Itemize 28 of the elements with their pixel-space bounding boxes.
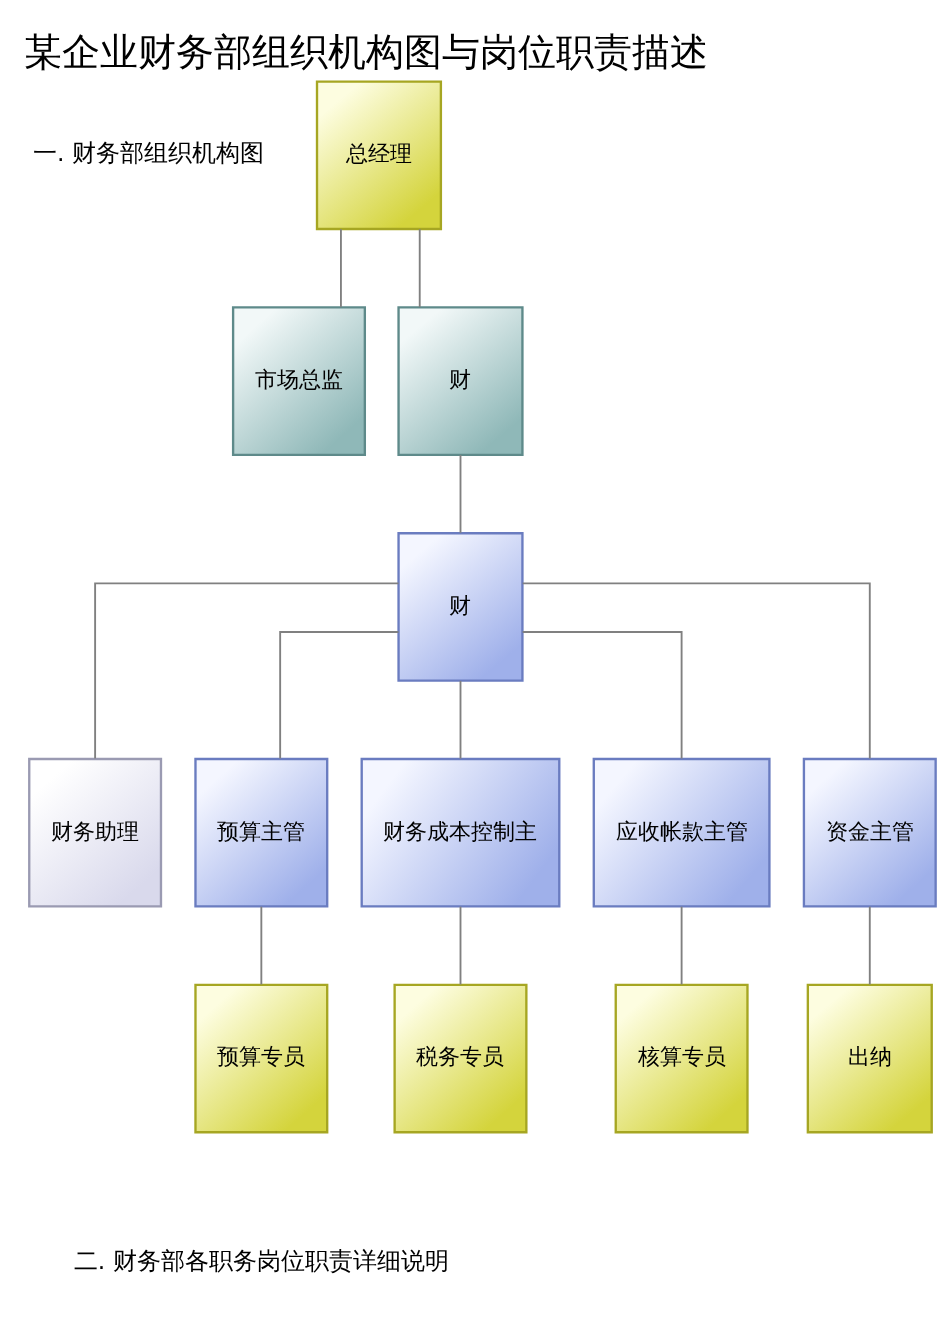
- connector: [418, 228, 421, 308]
- diagram-title: 某企业财务部组织机构图与岗位职责描述: [24, 29, 709, 74]
- node-box: 总经理: [315, 80, 443, 231]
- connector: [521, 631, 683, 760]
- connector: [260, 905, 263, 986]
- connector: [680, 905, 683, 986]
- node-box: 应收帐款主管: [592, 757, 771, 908]
- node-box: 出纳: [806, 983, 933, 1134]
- node-box: 预算主管: [194, 757, 329, 908]
- node-box: 市场总监: [231, 306, 366, 456]
- node-box: 财: [397, 532, 524, 682]
- label: 二. 财务部各职务岗位职责详细说明: [73, 1246, 449, 1275]
- node-box: 财务成本控制主: [360, 757, 561, 908]
- connector: [459, 905, 462, 986]
- connector: [459, 679, 462, 760]
- connector: [868, 905, 871, 986]
- connector: [279, 631, 400, 760]
- node-box: 资金主管: [802, 757, 937, 908]
- node-box: 税务专员: [393, 983, 528, 1134]
- connector: [340, 228, 342, 308]
- label: 一. 财务部组织机构图: [32, 138, 264, 167]
- node-box: 财务助理: [28, 757, 163, 908]
- connector: [459, 454, 462, 534]
- connector: [521, 582, 871, 760]
- node-box: 预算专员: [194, 983, 329, 1134]
- node-box: 财: [397, 306, 524, 456]
- node-box: 核算专员: [614, 983, 749, 1134]
- connector: [94, 582, 400, 760]
